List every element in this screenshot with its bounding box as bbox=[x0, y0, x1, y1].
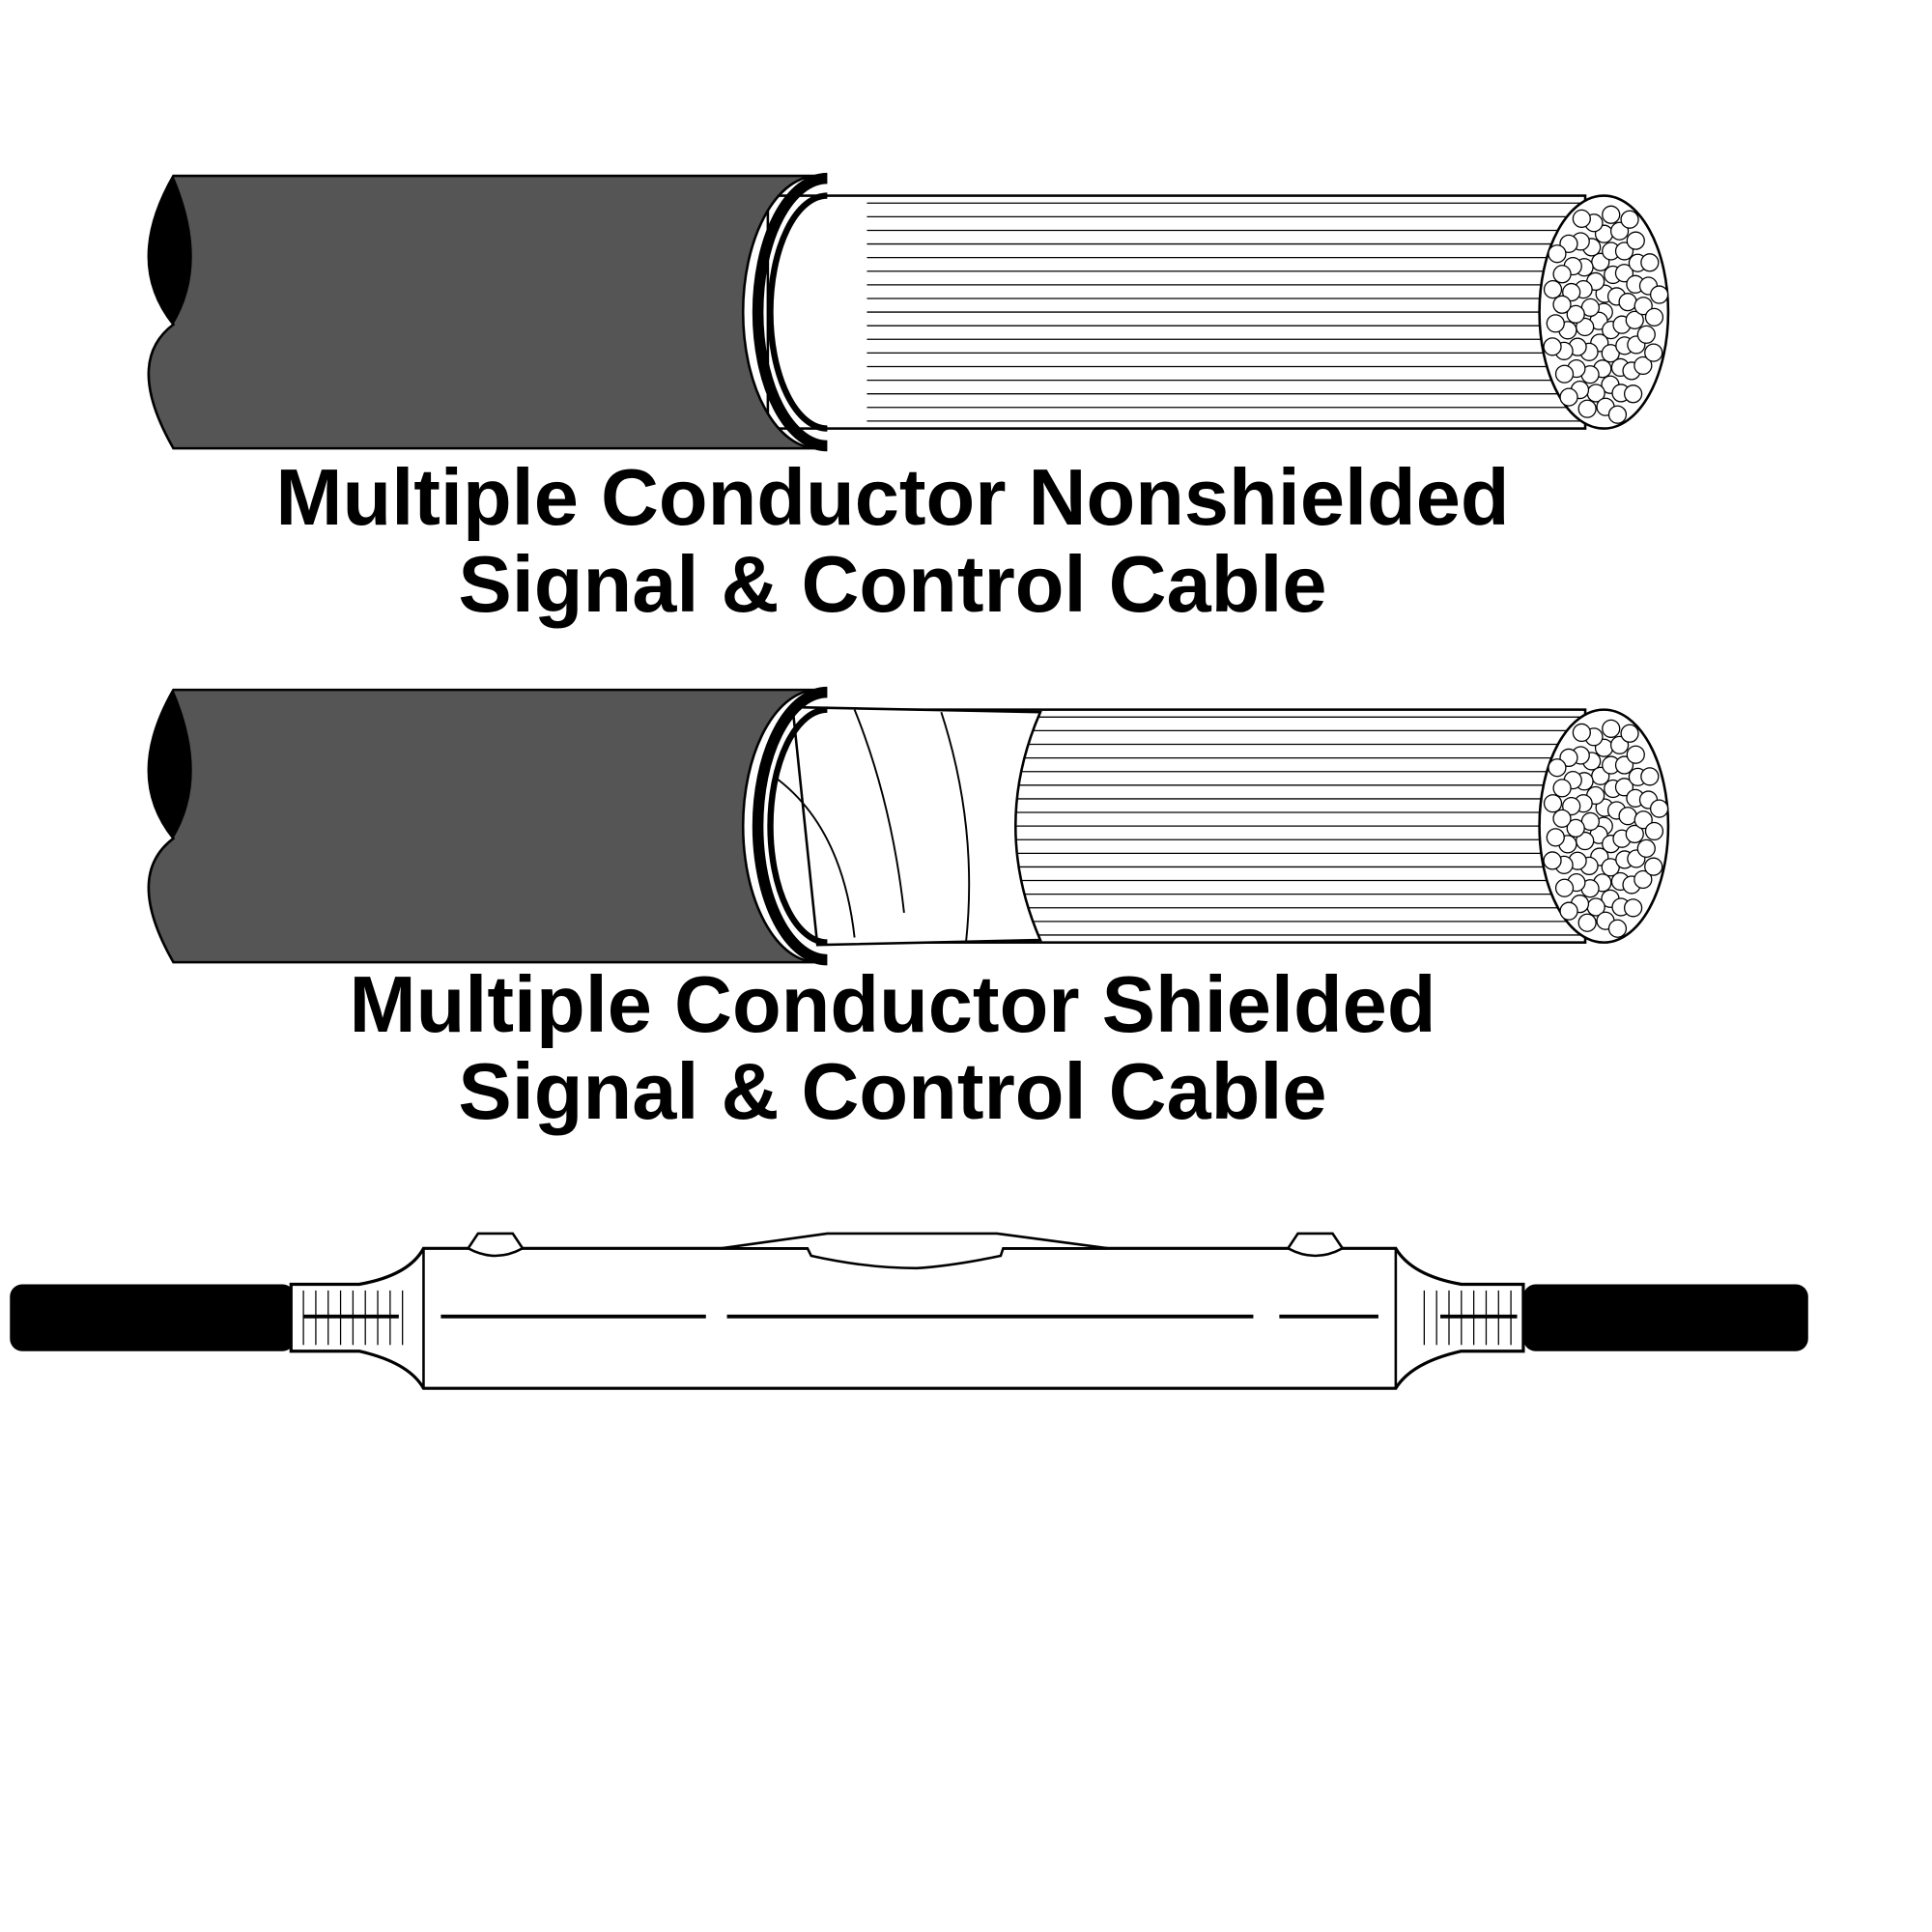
strand-end bbox=[1614, 755, 1634, 775]
caption-line-1: Multiple Conductor Shielded bbox=[349, 959, 1436, 1049]
jacket-cut-end bbox=[148, 176, 192, 325]
strand-end bbox=[1634, 810, 1653, 830]
caption-line-1: Multiple Conductor Nonshielded bbox=[275, 452, 1510, 542]
strand-end bbox=[1601, 858, 1620, 877]
strand-end bbox=[1554, 878, 1575, 897]
strand-end bbox=[1636, 838, 1656, 858]
strand-end bbox=[1577, 399, 1597, 418]
strand-end bbox=[1625, 824, 1644, 844]
strand-end bbox=[1552, 809, 1572, 828]
strand-end bbox=[1607, 405, 1628, 424]
strand-end bbox=[1640, 767, 1660, 786]
strand-end bbox=[1644, 821, 1664, 841]
splice-kit-drawing bbox=[10, 1232, 1808, 1390]
jacket-cut-end bbox=[148, 690, 192, 838]
strand-end bbox=[1543, 337, 1562, 356]
right-port bbox=[1286, 1232, 1345, 1258]
shield-wrap-line bbox=[773, 709, 971, 943]
nonshielded-caption: Multiple Conductor Nonshielded Signal & … bbox=[0, 454, 1785, 628]
strand-end bbox=[1609, 735, 1630, 754]
strand-end bbox=[1546, 828, 1565, 847]
strand-end bbox=[1623, 898, 1643, 918]
strand-end bbox=[1626, 231, 1645, 250]
left-port bbox=[466, 1232, 525, 1258]
caption-line-2: Signal & Control Cable bbox=[458, 1046, 1327, 1136]
strand-end bbox=[1607, 919, 1628, 938]
shield-tape bbox=[791, 705, 1042, 947]
strand-end bbox=[1644, 343, 1663, 362]
insulation-rim bbox=[767, 706, 828, 946]
strand-end bbox=[1572, 723, 1591, 743]
strand-end bbox=[1543, 851, 1562, 870]
shielded-caption: Multiple Conductor Shielded Signal & Con… bbox=[0, 961, 1785, 1135]
outer-jacket bbox=[147, 688, 818, 964]
strand-end bbox=[1543, 794, 1563, 813]
strand-end bbox=[1546, 314, 1565, 333]
strand-end bbox=[1620, 724, 1639, 743]
strand-end bbox=[1552, 779, 1572, 798]
strand-end bbox=[1634, 869, 1653, 890]
strand-end bbox=[1649, 799, 1669, 818]
jacket-rim bbox=[752, 172, 828, 452]
strand-end bbox=[1620, 210, 1639, 229]
strand-end bbox=[1552, 265, 1572, 284]
strand-end bbox=[1548, 244, 1567, 264]
strand-end bbox=[1640, 253, 1660, 272]
insulation-rim bbox=[767, 192, 828, 432]
jacket-rim bbox=[752, 686, 828, 966]
seal-flap bbox=[720, 1232, 1109, 1270]
strand-end bbox=[1636, 325, 1656, 344]
strand-end bbox=[1601, 344, 1620, 363]
strand-end bbox=[1649, 285, 1669, 304]
strand-end bbox=[1554, 364, 1575, 384]
strand-end bbox=[1559, 387, 1578, 407]
strand-end bbox=[1618, 807, 1637, 826]
strand-end bbox=[1644, 857, 1663, 876]
shielded-cable-drawing bbox=[147, 686, 1670, 966]
strand-end bbox=[1572, 209, 1591, 228]
strand-end bbox=[1614, 778, 1634, 797]
strand-end bbox=[1562, 282, 1581, 302]
strand-end bbox=[1614, 242, 1634, 261]
strand-end bbox=[1644, 307, 1664, 327]
strand-end bbox=[1566, 304, 1585, 324]
strand-end bbox=[1626, 745, 1645, 764]
strand-end bbox=[1618, 293, 1637, 312]
strand-end bbox=[1559, 901, 1578, 921]
strand-end bbox=[1602, 205, 1621, 224]
outer-jacket bbox=[147, 174, 818, 450]
strand-end bbox=[1634, 297, 1653, 316]
strand-end bbox=[1566, 818, 1585, 838]
right-cable bbox=[1522, 1284, 1808, 1351]
strand-end bbox=[1552, 295, 1572, 314]
strand-end bbox=[1625, 310, 1644, 329]
strand-end bbox=[1634, 355, 1653, 376]
strand-end bbox=[1548, 758, 1567, 778]
strand-end bbox=[1543, 280, 1563, 299]
strand-end bbox=[1614, 264, 1634, 283]
strand-end bbox=[1562, 796, 1581, 816]
strand-end bbox=[1623, 384, 1643, 404]
nonshielded-cable-drawing bbox=[147, 172, 1670, 452]
strand-end bbox=[1602, 719, 1621, 738]
strand-end bbox=[1609, 221, 1630, 241]
strand-end bbox=[1577, 913, 1597, 932]
caption-line-2: Signal & Control Cable bbox=[458, 539, 1327, 629]
left-cable bbox=[10, 1284, 296, 1351]
